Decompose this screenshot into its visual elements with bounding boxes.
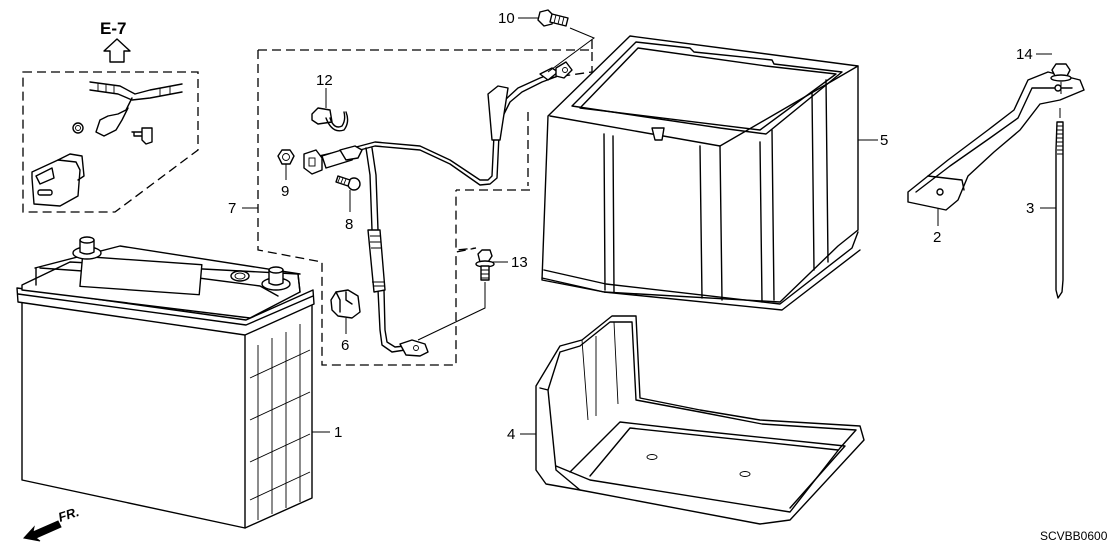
battery-box[interactable] [541, 35, 861, 311]
callout-8-label: 8 [345, 216, 353, 233]
reference-label[interactable]: E-7 [100, 19, 126, 38]
callout-10[interactable]: 10 [498, 10, 538, 27]
battery[interactable] [16, 236, 315, 529]
front-label: FR. [56, 504, 81, 525]
up-arrow-icon [103, 38, 131, 63]
callout-1-label: 1 [334, 424, 342, 441]
callout-7[interactable]: 7 [228, 200, 258, 217]
inset-harness-detail [22, 71, 199, 213]
callout-9-label: 9 [281, 183, 289, 200]
flange-nut[interactable] [1050, 63, 1072, 82]
callout-5-label: 5 [880, 132, 888, 149]
battery-tray[interactable] [535, 315, 865, 525]
callout-14[interactable]: 14 [1016, 46, 1052, 63]
callout-8[interactable]: 8 [345, 190, 353, 233]
callout-6-label: 6 [341, 337, 349, 354]
callout-2-label: 2 [933, 229, 941, 246]
front-direction-indicator: FR. [23, 504, 81, 542]
hold-down-bracket[interactable] [907, 71, 1085, 211]
nut[interactable] [277, 149, 295, 165]
callout-13-label: 13 [511, 254, 528, 271]
terminal-cover[interactable] [330, 289, 361, 319]
callout-12-label: 12 [316, 72, 333, 89]
cable-assembly-outline [257, 40, 593, 366]
callout-1[interactable]: 1 [312, 424, 342, 441]
callout-3[interactable]: 3 [1026, 200, 1056, 217]
ground-cable[interactable] [303, 61, 573, 357]
callout-10-label: 10 [498, 10, 515, 27]
callout-13[interactable]: 13 [492, 254, 528, 271]
callout-4-label: 4 [507, 426, 515, 443]
callout-6[interactable]: 6 [341, 318, 349, 354]
callout-4[interactable]: 4 [507, 426, 515, 443]
flange-bolt-10[interactable] [537, 9, 569, 27]
cable-clip[interactable] [311, 107, 349, 132]
callout-5[interactable]: 5 [880, 132, 888, 149]
callout-9[interactable]: 9 [281, 164, 289, 200]
hold-down-rod[interactable] [1055, 121, 1064, 299]
callout-3-label: 3 [1026, 200, 1034, 217]
callout-7-label: 7 [228, 200, 236, 217]
bolt[interactable] [335, 175, 361, 191]
diagram-code: SCVBB0600 [1040, 529, 1108, 543]
callout-14-label: 14 [1016, 46, 1033, 63]
callout-12[interactable]: 12 [316, 72, 333, 108]
front-arrow-icon [23, 520, 62, 542]
callout-2[interactable]: 2 [933, 208, 941, 246]
reference-e7[interactable]: E-7 [100, 19, 131, 63]
flange-bolt-13[interactable] [475, 249, 495, 281]
